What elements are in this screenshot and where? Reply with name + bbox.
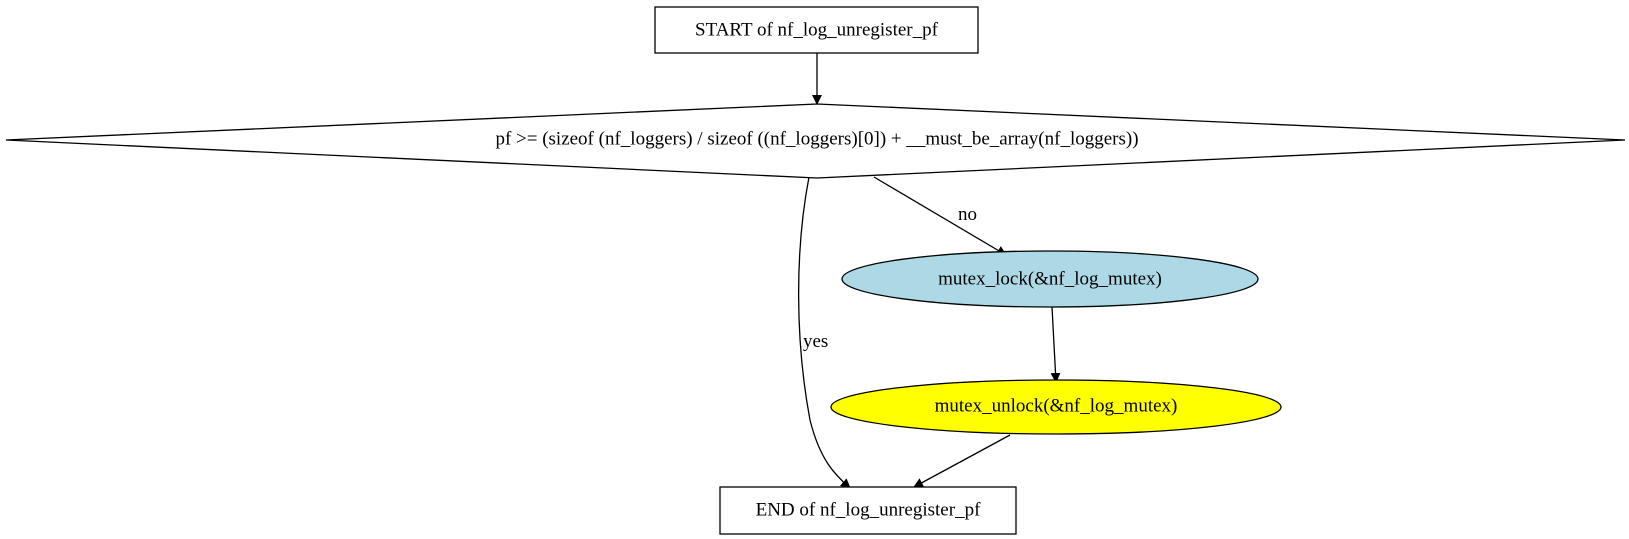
unlock-node: mutex_unlock(&nf_log_mutex): [830, 379, 1282, 435]
lock-node: mutex_lock(&nf_log_mutex): [841, 250, 1259, 308]
edge-lock-to-unlock: [1050, 306, 1061, 383]
condition-label: pf >= (sizeof (nf_loggers) / sizeof ((nf…: [495, 128, 1138, 149]
unlock-ellipse: [830, 379, 1282, 435]
condition-diamond: [5, 103, 1626, 179]
lock-ellipse: [841, 250, 1259, 308]
end-node: END of nf_log_unregister_pf: [719, 486, 1017, 535]
lock-label: mutex_lock(&nf_log_mutex): [938, 268, 1162, 289]
edge-label-no: no: [958, 204, 977, 225]
end-label: END of nf_log_unregister_pf: [756, 499, 981, 520]
condition-node: pf >= (sizeof (nf_loggers) / sizeof ((nf…: [5, 103, 1626, 179]
edge-unlock-to-end: [913, 434, 1011, 488]
edges: no yes: [797, 53, 1061, 489]
edge-condition-no: [873, 176, 1007, 256]
edge-label-yes: yes: [803, 331, 828, 352]
start-label: START of nf_log_unregister_pf: [695, 19, 939, 40]
end-box: [719, 486, 1017, 535]
unlock-label: mutex_unlock(&nf_log_mutex): [935, 395, 1178, 416]
start-node: START of nf_log_unregister_pf: [654, 6, 979, 54]
start-box: [654, 6, 979, 54]
edge-condition-yes: [797, 176, 851, 489]
